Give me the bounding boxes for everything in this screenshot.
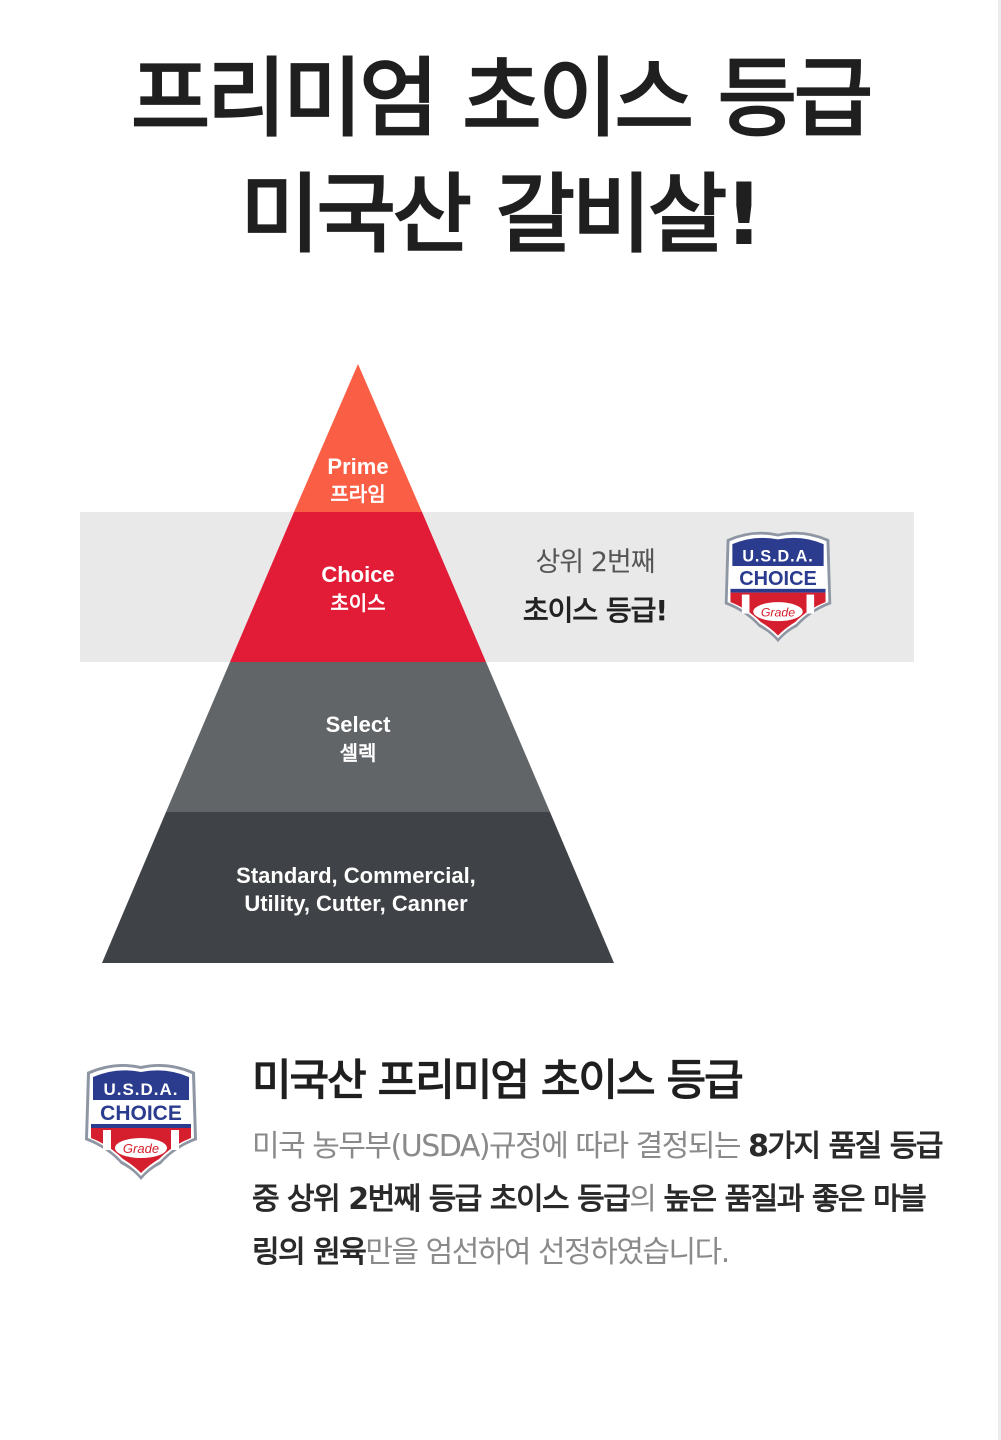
section-title: 미국산 프리미엄 초이스 등급 — [252, 1056, 744, 1106]
pyramid-tier-standard — [102, 812, 614, 963]
pyramid-tier-prime — [294, 364, 422, 512]
badge-script-text: Grade — [761, 605, 795, 619]
pyramid-tier-select — [166, 662, 550, 812]
desc-text-3: 만을 엄선하여 선정하였습니다. — [365, 1235, 730, 1270]
headline-line-2: 미국산 갈비살! — [240, 165, 764, 265]
grade-description: 미국 농무부(USDA)규정에 따라 결정되는 8가지 품질 등급 중 상위 2… — [252, 1120, 943, 1279]
badge-top-text: U.S.D.A. — [742, 547, 813, 565]
badge-main-text-2: CHOICE — [100, 1102, 182, 1125]
tier-select-ko: 셀렉 — [340, 742, 377, 765]
desc-text-2: 의 — [629, 1182, 664, 1217]
tier-choice-ko: 초이스 — [330, 592, 385, 615]
desc-bold-1: 8가지 품질 등급 중 상위 2번째 등급 초이스 등급 — [252, 1129, 943, 1217]
badge-main-text: CHOICE — [739, 568, 817, 590]
tier-prime-en: Prime — [327, 454, 388, 479]
tier-choice-en: Choice — [321, 562, 394, 587]
tier-standard-line-2: Utility, Cutter, Canner — [244, 891, 468, 916]
tier-prime-ko: 프라임 — [330, 483, 385, 506]
usda-choice-badge-icon-large: U.S.D.A. CHOICE Grade — [85, 1064, 197, 1180]
callout-line-2: 초이스 등급! — [522, 594, 668, 627]
desc-text-1: 미국 농무부(USDA)규정에 따라 결정되는 — [252, 1129, 749, 1164]
badge-top-text-2: U.S.D.A. — [103, 1080, 178, 1099]
headline-line-1: 프리미엄 초이스 등급 — [131, 49, 873, 149]
tier-select-en: Select — [326, 712, 391, 737]
usda-grade-pyramid: Prime 프라임 Choice 초이스 Select 셀렉 Standard,… — [102, 364, 614, 963]
tier-standard-line-1: Standard, Commercial, — [236, 863, 476, 888]
pyramid-tier-choice — [230, 512, 486, 662]
badge-script-text-2: Grade — [123, 1141, 159, 1156]
usda-choice-badge-icon: U.S.D.A. CHOICE Grade — [724, 531, 832, 643]
right-edge-divider — [998, 0, 1001, 1440]
callout-line-1: 상위 2번째 — [535, 547, 655, 578]
desc-bold-2: 높은 품질과 좋은 마블링의 원육 — [252, 1182, 927, 1270]
choice-rank-callout: 상위 2번째 초이스 등급! — [470, 540, 720, 629]
